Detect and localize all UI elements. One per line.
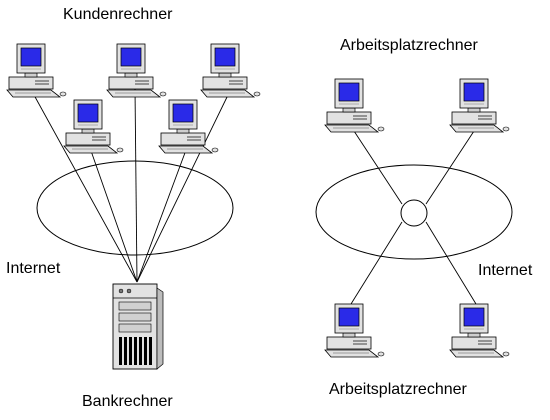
desktop-computer-icon (449, 303, 510, 358)
label-arbeitsplatz-bottom: Arbeitsplatzrechner (329, 381, 467, 398)
label-kundenrechner: Kundenrechner (63, 6, 173, 23)
label-internet-left: Internet (6, 260, 61, 277)
internet-cloud-right (315, 164, 513, 260)
desktop-computer-icon (324, 303, 385, 358)
desktop-computer-icon (200, 43, 261, 98)
desktop-computer-icon (63, 99, 124, 154)
label-internet-right: Internet (478, 262, 533, 279)
desktop-computer-icon (6, 43, 67, 98)
server-tower-icon (112, 283, 164, 370)
connection-lines-left (33, 87, 229, 283)
desktop-computer-icon (324, 78, 385, 133)
network-hub (400, 199, 428, 227)
internet-cloud-left (36, 160, 234, 256)
desktop-computer-icon (449, 78, 510, 133)
desktop-computer-icon (158, 99, 219, 154)
label-bankrechner: Bankrechner (82, 393, 173, 410)
connection-lines-right (350, 127, 477, 305)
desktop-computer-icon (106, 43, 167, 98)
label-arbeitsplatz-top: Arbeitsplatzrechner (340, 37, 478, 54)
